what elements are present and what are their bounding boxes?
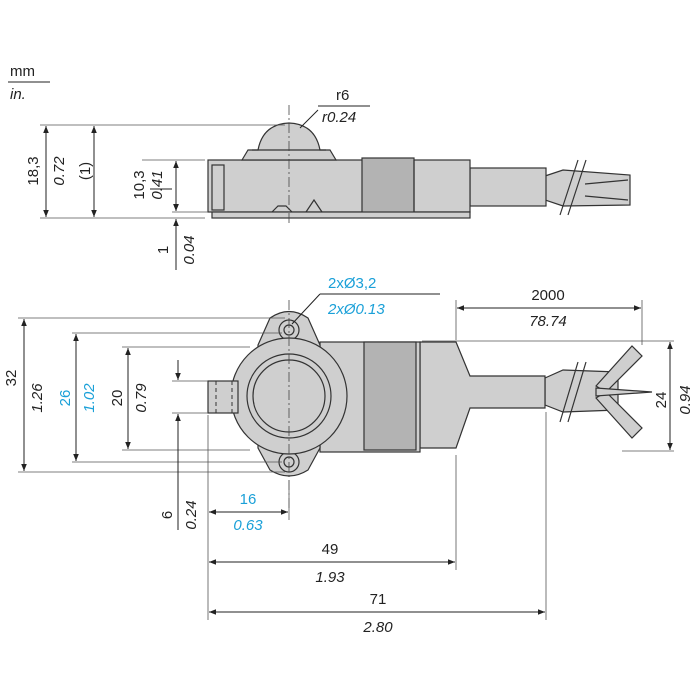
total-height-mm: 18,3	[25, 156, 42, 185]
side-cable-wire	[584, 195, 629, 201]
overall-length-mm: 71	[370, 591, 387, 608]
radius-in: r0.24	[322, 109, 356, 126]
body-height-in: 0.41	[149, 170, 166, 199]
flange-width-in: 1.26	[29, 383, 46, 413]
side-cable-gland	[469, 167, 547, 207]
holes-leader	[291, 293, 321, 325]
shaft-offset-in: 0.24	[183, 500, 200, 529]
hole-offset-mm: 16	[240, 491, 257, 508]
body-length-in: 1.93	[315, 569, 345, 586]
body-height-mm: 10,3	[131, 170, 148, 199]
side-cable	[544, 169, 631, 207]
holes-in: 2xØ0.13	[327, 301, 385, 318]
top-break-mark	[567, 361, 587, 423]
top-shaft-tab	[207, 380, 239, 414]
cable-gland-mm: 24	[653, 392, 670, 409]
side-base-plate	[211, 211, 471, 219]
body-length-mm: 49	[322, 541, 339, 558]
side-notch	[305, 198, 323, 213]
side-view: r6 r0.24 18,3 0.72 (1) 10,3 0.41 1 0.04	[25, 87, 631, 270]
side-clamp	[361, 157, 415, 217]
total-height-note: (1)	[77, 162, 94, 180]
top-cable-gland	[419, 341, 546, 449]
body-width-in: 0.79	[133, 383, 150, 413]
unit-legend: mm in.	[8, 63, 50, 103]
unit-metric-label: mm	[10, 63, 35, 80]
top-view: 2xØ3,2 2xØ0.13 2000 78.74 24 0.94 32 1.2…	[3, 275, 694, 636]
shaft-offset-mm: 6	[159, 511, 176, 519]
total-height-in: 0.72	[51, 156, 68, 186]
side-tab	[211, 164, 225, 211]
side-cable-wire	[584, 179, 629, 185]
top-wire	[595, 345, 643, 393]
top-wire	[595, 387, 653, 397]
top-clamp	[363, 341, 417, 451]
cable-length-in: 78.74	[529, 313, 567, 330]
cable-gland-in: 0.94	[677, 385, 694, 414]
radius-leader	[299, 109, 319, 129]
side-break-mark	[567, 159, 587, 216]
hole-offset-in: 0.63	[233, 517, 263, 534]
base-offset-in: 0.04	[181, 235, 198, 264]
flange-width-mm: 32	[3, 370, 20, 387]
cable-length-mm: 2000	[531, 287, 564, 304]
top-wire	[595, 391, 643, 439]
holes-mm: 2xØ3,2	[328, 275, 376, 292]
hole-spacing-mm: 26	[57, 390, 74, 407]
base-offset-mm: 1	[155, 246, 172, 254]
overall-length-in: 2.80	[362, 619, 393, 636]
top-break-mark	[559, 361, 579, 423]
hole-spacing-in: 1.02	[81, 383, 98, 413]
side-break-mark	[559, 159, 579, 216]
side-body	[207, 159, 471, 213]
body-width-mm: 20	[109, 390, 126, 407]
radius-mm: r6	[336, 87, 349, 104]
unit-imperial-label: in.	[10, 86, 26, 103]
